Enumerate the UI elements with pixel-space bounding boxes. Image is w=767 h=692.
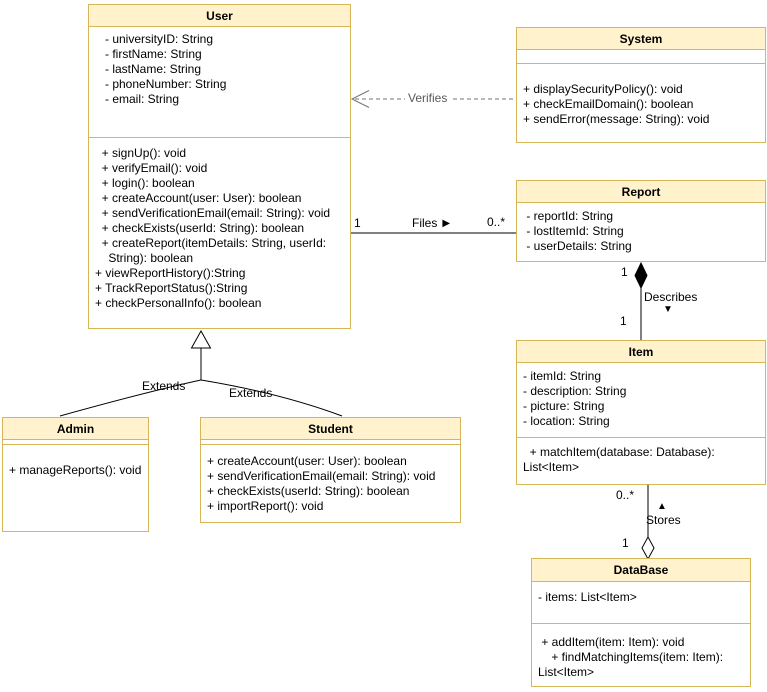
attribute: - items: List<Item> [538,590,637,604]
arrow-up-icon: ▲ [657,501,667,512]
extends-student-edge-label: Extends [229,386,273,400]
files-label-text: Files [412,216,438,230]
class-system-methods-section: + displaySecurityPolicy(): void + checkE… [517,64,765,142]
generalization-edge[interactable] [59,329,343,417]
class-item[interactable]: Item - itemId: String - description: Str… [516,340,766,485]
class-database[interactable]: DataBase - items: List<Item> + addItem(i… [531,558,751,687]
attribute: - email: String [95,92,180,106]
generalization-leg-admin [59,379,202,417]
method: + manageReports(): void [9,463,142,477]
describes-edge-label: Describes [644,290,698,304]
attribute: - phoneNumber: String [95,77,227,91]
describes-edge[interactable] [634,261,648,340]
method: + matchItem(database: Database): [523,445,715,459]
attribute: - universityID: String [95,32,214,46]
method: + sendVerificationEmail(email: String): … [95,206,331,220]
class-admin-methods-section: + manageReports(): void [3,445,148,531]
method: List<Item> [523,460,580,474]
arrow-right-icon: ▶ [442,217,451,229]
attribute: - firstName: String [95,47,202,61]
inheritance-triangle-icon [190,329,212,349]
method: + addItem(item: Item): void [538,635,685,649]
generalization-leg-student [200,379,343,417]
method: List<Item> [538,665,595,679]
attribute: - lostItemId: String [523,224,624,238]
method: + checkPersonalInfo(): boolean [95,296,262,310]
open-arrowhead-icon [350,90,370,108]
verifies-edge-label: Verifies [405,92,451,105]
class-student[interactable]: Student + createAccount(user: User): boo… [200,417,461,523]
method: + login(): boolean [95,176,195,190]
attribute: - reportId: String [523,209,614,223]
class-admin-title: Admin [3,418,148,440]
class-user-methods-section: + signUp(): void + verifyEmail(): void +… [89,138,350,328]
method: + createAccount(user: User): boolean [95,191,302,205]
attribute: - itemId: String [523,369,602,383]
class-database-attributes-section: - items: List<Item> [532,582,750,624]
class-student-title: Student [201,418,460,440]
method: + createAccount(user: User): boolean [207,454,407,468]
method: + sendVerificationEmail(email: String): … [207,469,436,483]
files-multiplicity-user: 1 [354,216,361,230]
method: + viewReportHistory():String [95,266,246,280]
arrow-down-icon: ▼ [663,304,673,315]
class-item-attributes-section: - itemId: String - description: String -… [517,363,765,438]
class-system[interactable]: System + displaySecurityPolicy(): void +… [516,27,766,143]
class-report[interactable]: Report - reportId: String - lostItemId: … [516,180,766,262]
class-user-attributes-section: - universityID: String - firstName: Stri… [89,27,350,138]
method: + TrackReportStatus():String [95,281,248,295]
method: + displaySecurityPolicy(): void [523,82,683,96]
class-item-title: Item [517,341,765,363]
class-user-title: User [89,5,350,27]
method: + createReport(itemDetails: String, user… [95,236,327,250]
files-multiplicity-report: 0..* [487,215,506,229]
attribute: - location: String [523,414,610,428]
extends-admin-edge-label: Extends [142,379,186,393]
class-report-attributes-section: - reportId: String - lostItemId: String … [517,203,765,261]
stores-multiplicity-item: 0..* [616,488,635,502]
class-admin-attributes-section [3,440,148,445]
class-report-title: Report [517,181,765,203]
files-edge-label: Files ▶ [412,217,450,230]
attribute: - description: String [523,384,627,398]
method: + importReport(): void [207,499,324,513]
method: + signUp(): void [95,146,187,160]
method: + findMatchingItems(item: Item): [538,650,724,664]
class-student-methods-section: + createAccount(user: User): boolean + s… [201,445,460,522]
class-admin[interactable]: Admin + manageReports(): void [2,417,149,532]
class-student-attributes-section [201,440,460,445]
composition-diamond-icon [634,261,648,290]
method: + checkEmailDomain(): boolean [523,97,694,111]
attribute: - picture: String [523,399,605,413]
method: + verifyEmail(): void [95,161,208,175]
method: + checkExists(userId: String): boolean [95,221,305,235]
class-user[interactable]: User - universityID: String - firstName:… [88,4,351,329]
class-item-methods-section: + matchItem(database: Database): List<It… [517,438,765,484]
stores-multiplicity-database: 1 [622,536,629,550]
method: String): boolean [95,251,194,265]
stores-edge-label: Stores [646,513,681,527]
describes-multiplicity-report: 1 [621,265,628,279]
method: + sendError(message: String): void [523,112,710,126]
class-system-attributes-section [517,50,765,64]
class-system-title: System [517,28,765,50]
aggregation-diamond-icon [641,535,655,561]
class-database-title: DataBase [532,559,750,582]
stores-edge[interactable] [641,485,655,561]
method: + checkExists(userId: String): boolean [207,484,410,498]
attribute: - lastName: String [95,62,202,76]
describes-multiplicity-item: 1 [620,314,627,328]
class-database-methods-section: + addItem(item: Item): void + findMatchi… [532,624,750,686]
attribute: - userDetails: String [523,239,632,253]
